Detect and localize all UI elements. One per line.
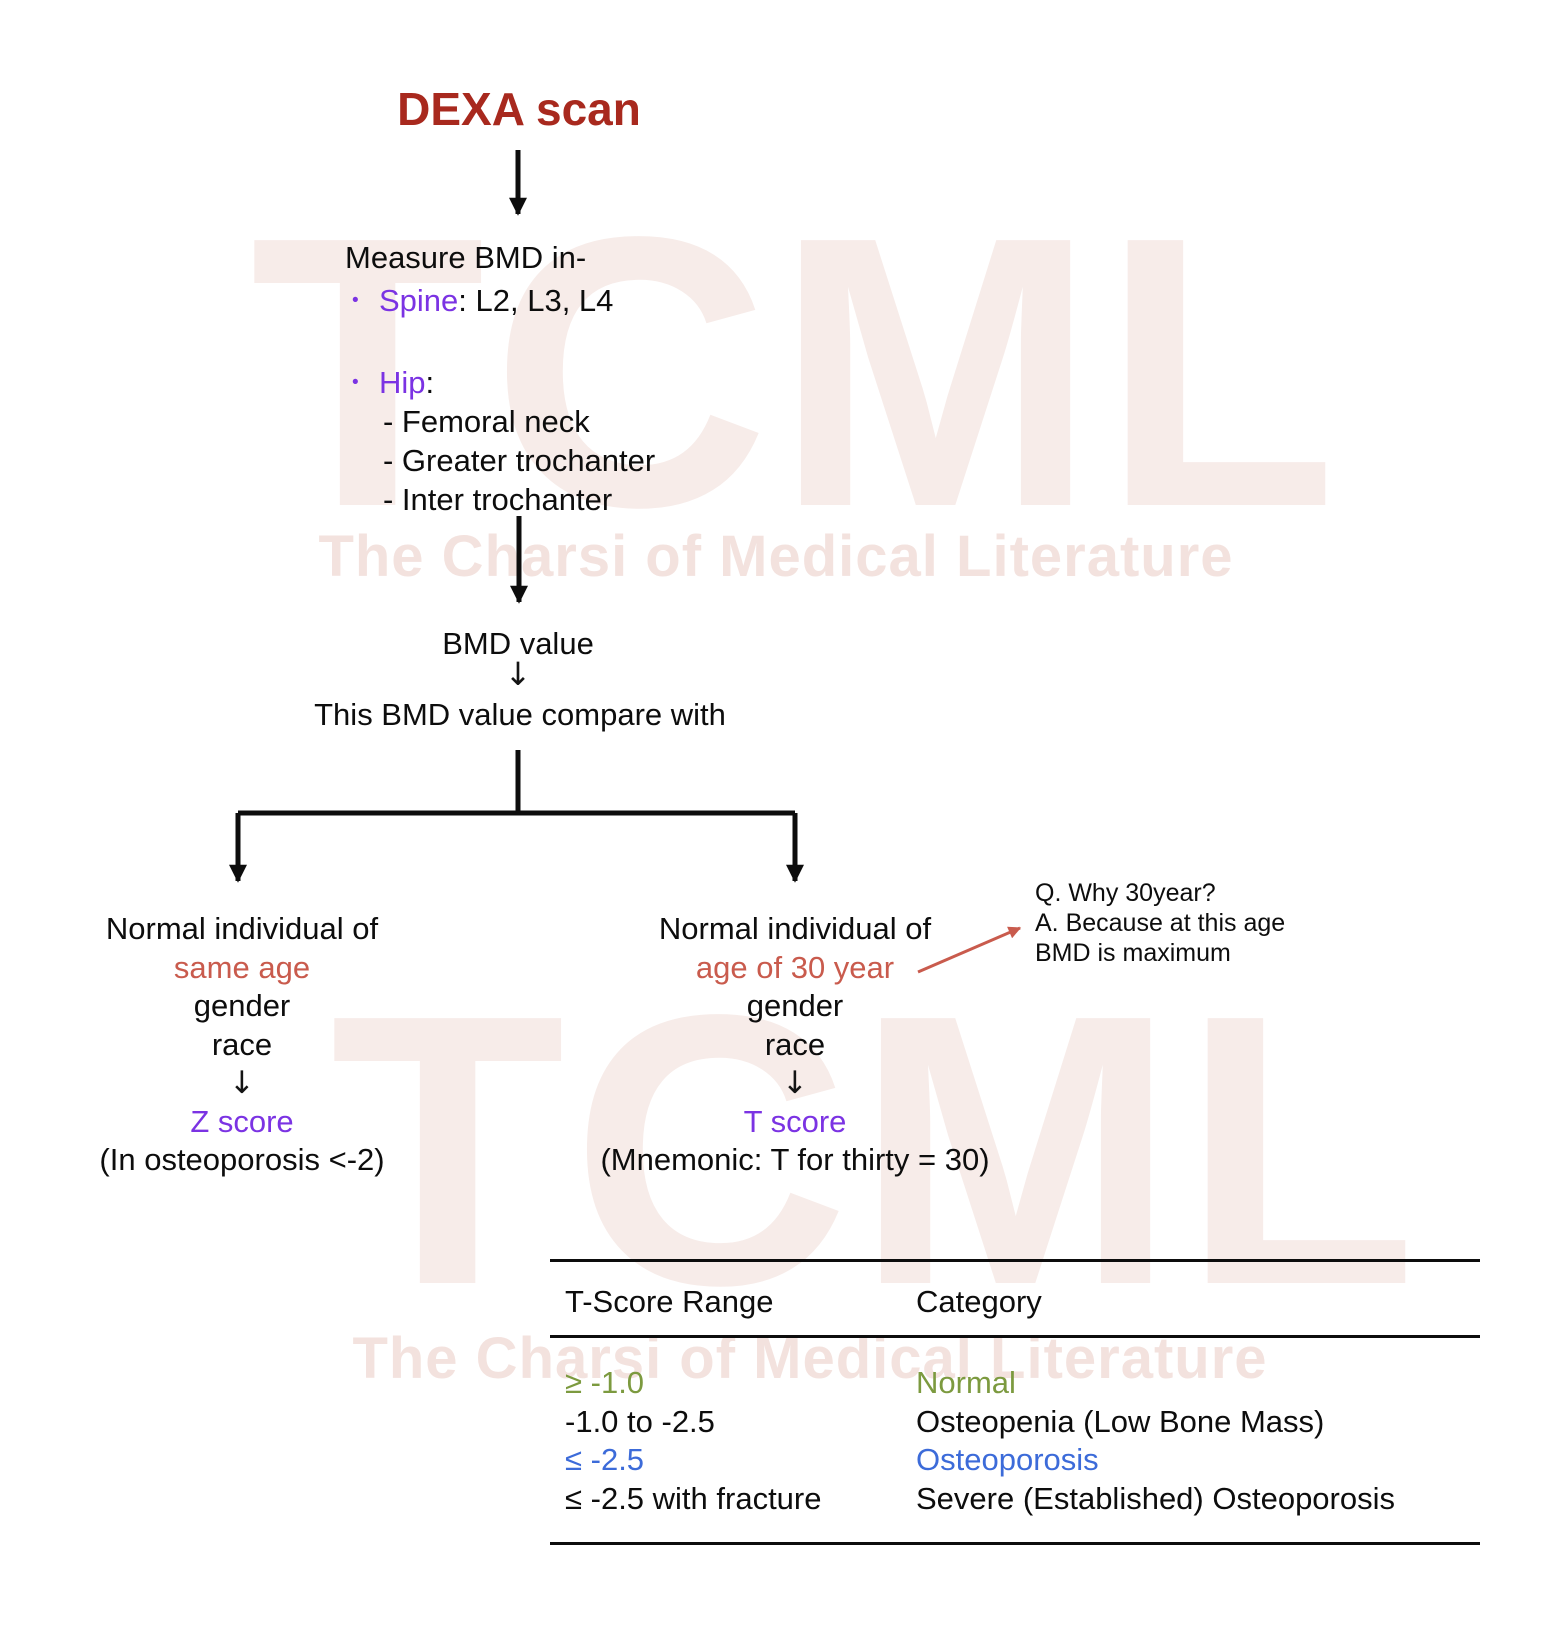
z-score-note: (In osteoporosis <-2): [99, 1142, 385, 1177]
branch-line: race: [211, 1026, 273, 1062]
arrow-annotation: [917, 926, 1022, 974]
watermark-tagline-top: The Charsi of Medical Literature: [318, 524, 1234, 589]
branch-line: gender: [746, 988, 844, 1023]
range-cell: ≤ -2.5: [565, 1442, 645, 1478]
branch-connector: [238, 750, 795, 816]
t-score-label: T score: [743, 1103, 847, 1139]
hip-colon: :: [425, 365, 435, 400]
spine-detail: : L2, L3, L4: [458, 283, 614, 318]
bullet-icon: •: [352, 290, 359, 311]
table-row: ≤ -2.5 Osteoporosis: [550, 1441, 1480, 1480]
down-arrow-icon: ↓: [229, 1065, 255, 1101]
annotation-answer-line2: BMD is maximum: [1035, 939, 1231, 967]
category-cell: Severe (Established) Osteoporosis: [916, 1481, 1396, 1517]
spine-label: Spine: [379, 283, 459, 318]
down-arrow-icon: ↓: [782, 1065, 808, 1101]
table-header-range: T-Score Range: [565, 1284, 774, 1319]
table-header-category: Category: [916, 1284, 1042, 1319]
range-cell: ≤ -2.5 with fracture: [565, 1481, 822, 1517]
range-cell: -1.0 to -2.5: [565, 1403, 715, 1439]
annotation-question: Q. Why 30year?: [1035, 879, 1216, 907]
branch-highlight: age of 30 year: [695, 949, 895, 985]
table-body: ≥ -1.0 Normal -1.0 to -2.5 Osteopenia (L…: [550, 1364, 1480, 1519]
category-cell: Normal: [916, 1365, 1016, 1400]
branch-line: Normal individual of: [658, 911, 932, 946]
table-rule-middle: [550, 1335, 1480, 1338]
table-row: ≤ -2.5 with fracture Severe (Established…: [550, 1480, 1480, 1519]
table-header-row: T-Score Range Category: [550, 1262, 1480, 1335]
watermark-logo-top: TCML: [250, 156, 1344, 587]
measure-spine-line: • Spine: L2, L3, L4: [352, 281, 613, 320]
annotation-block: Q. Why 30year? A. Because at this age BM…: [1035, 878, 1285, 968]
range-cell: ≥ -1.0: [565, 1365, 645, 1400]
table-row: ≥ -1.0 Normal: [550, 1364, 1480, 1403]
branch-line: race: [764, 1026, 826, 1062]
compare-label: This BMD value compare with: [314, 697, 726, 732]
hip-item-inter-trochanter: - Inter trochanter: [383, 482, 613, 517]
z-score-branch: Normal individual of same age gender rac…: [99, 910, 384, 1180]
page-title: DEXA scan: [397, 83, 641, 135]
t-score-branch: Normal individual of age of 30 year gend…: [600, 910, 989, 1180]
bmd-value-label: BMD value: [442, 626, 594, 661]
table-rule-bottom: [550, 1541, 1480, 1545]
hip-item-greater-trochanter: - Greater trochanter: [383, 443, 656, 478]
table-rule-top: [550, 1259, 1480, 1262]
z-score-label: Z score: [190, 1103, 294, 1139]
hip-item-femoral-neck: - Femoral neck: [383, 404, 590, 439]
category-cell: Osteopenia (Low Bone Mass): [916, 1403, 1325, 1439]
hip-label: Hip: [379, 365, 426, 400]
watermark-logo-bottom: TCML: [330, 934, 1424, 1365]
measure-hip-line: • Hip:: [352, 363, 434, 402]
down-arrow-icon: ↓: [504, 655, 532, 693]
annotation-answer-line1: A. Because at this age: [1035, 909, 1286, 937]
table-row: -1.0 to -2.5 Osteopenia (Low Bone Mass): [550, 1403, 1480, 1442]
branch-line: gender: [193, 988, 291, 1023]
measure-heading: Measure BMD in-: [345, 240, 587, 275]
branch-highlight: same age: [173, 949, 311, 985]
t-score-note: (Mnemonic: T for thirty = 30): [600, 1142, 990, 1177]
t-score-table: T-Score Range Category ≥ -1.0 Normal -1.…: [550, 1259, 1480, 1545]
category-cell: Osteoporosis: [916, 1442, 1099, 1478]
branch-line: Normal individual of: [105, 911, 379, 946]
bullet-icon: •: [352, 372, 359, 393]
